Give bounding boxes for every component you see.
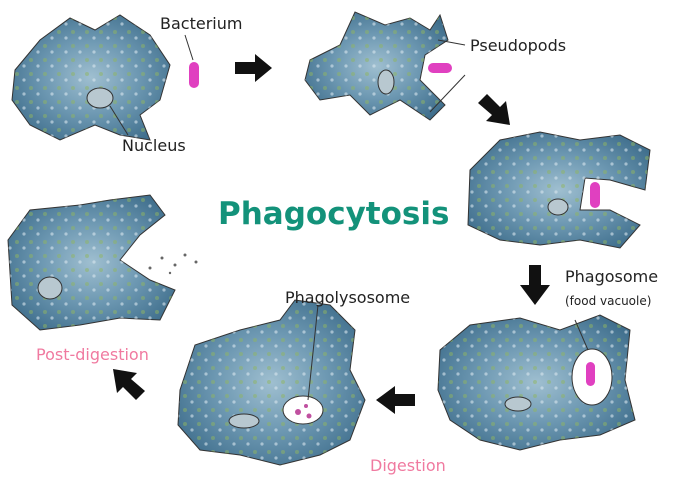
arrow-right-icon [235, 54, 272, 82]
label-digestion: Digestion [370, 456, 446, 475]
bacterium [590, 182, 600, 208]
amoeba-2 [304, 11, 466, 121]
debris-dots [148, 253, 198, 275]
label-nucleus: Nucleus [122, 136, 186, 155]
label-bacterium: Bacterium [160, 14, 243, 33]
label-phagosome: Phagosome [565, 267, 659, 286]
amoeba-6 [7, 194, 198, 331]
label-pseudopods: Pseudopods [470, 36, 567, 55]
amoeba-1 [11, 14, 199, 141]
arrow-up-left-icon [113, 369, 145, 400]
arrow-left-icon [376, 386, 415, 414]
bacterium [586, 362, 595, 386]
amoeba-3 [467, 131, 651, 249]
nucleus [86, 87, 114, 109]
arrow-down-right-icon [478, 94, 510, 125]
bacterium [428, 63, 452, 73]
label-phagolysosome: Phagolysosome [285, 288, 411, 307]
amoeba-5 [177, 299, 366, 466]
label-post-digestion: Post-digestion [36, 345, 149, 364]
phagolysosome [282, 395, 324, 425]
label-food-vacuole: (food vacuole) [565, 294, 652, 308]
amoeba-4 [437, 314, 636, 451]
diagram-title: Phagocytosis [218, 196, 450, 232]
arrow-down-icon [520, 265, 550, 305]
bacterium [189, 62, 199, 88]
